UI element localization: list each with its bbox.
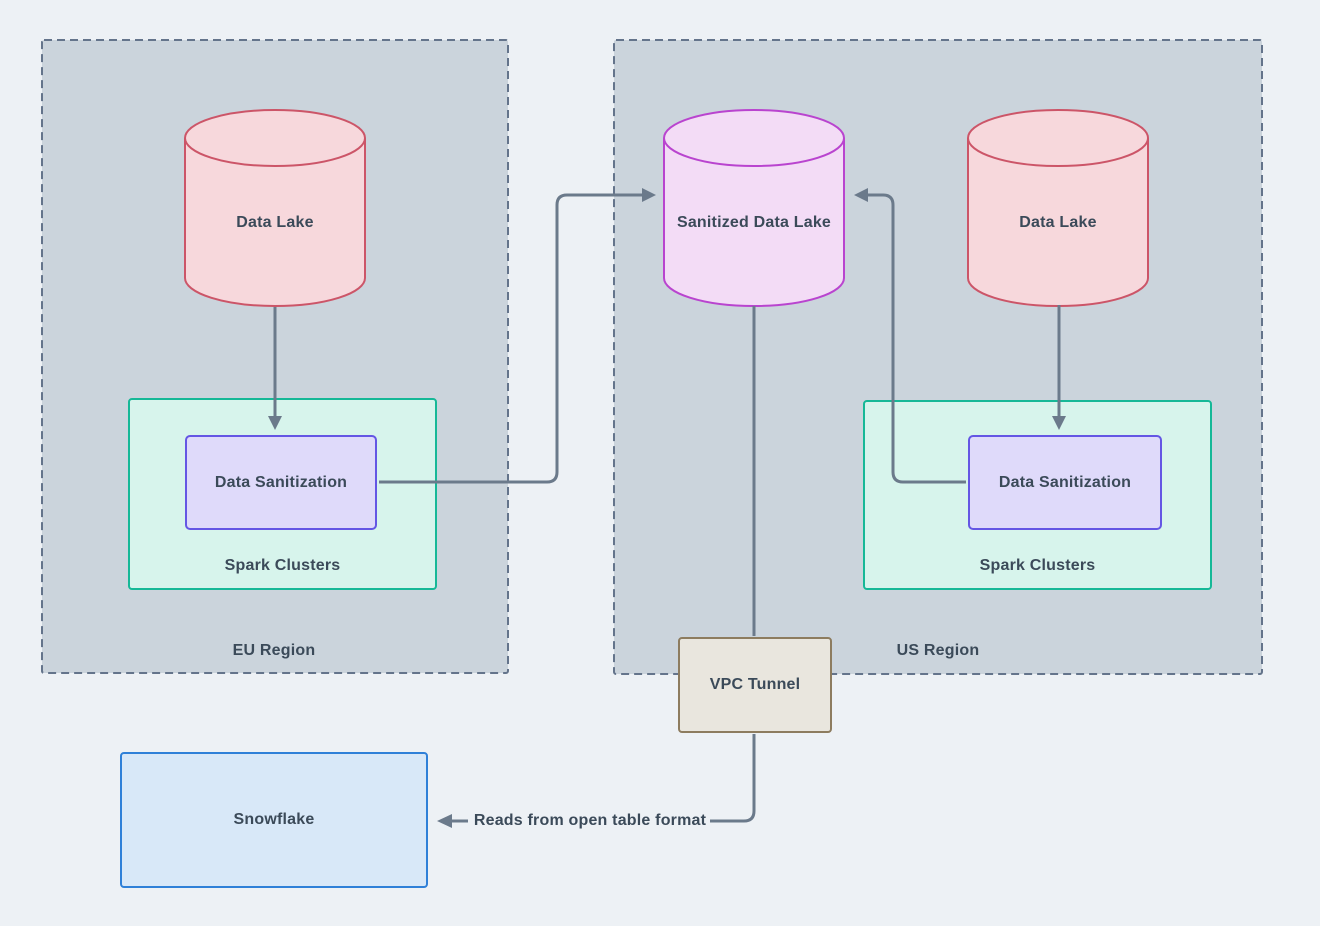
snowflake-node: Snowflake [120,752,428,888]
cylinder-shape-icon [184,109,366,307]
snowflake-label: Snowflake [233,811,315,828]
eu-data-sanitization-label: Data Sanitization [214,473,348,491]
eu-region-label: EU Region [232,642,316,659]
vpc-tunnel-node: VPC Tunnel [678,637,832,733]
us-data-sanitization-label: Data Sanitization [998,473,1132,491]
cylinder-shape-icon [967,109,1149,307]
us-data-lake-node: Data Lake [967,109,1149,307]
vpc-to-snowflake-edge-label: Reads from open table format [473,812,707,829]
eu-data-sanitization-node: Data Sanitization [185,435,377,530]
eu-data-lake-label: Data Lake [236,214,314,231]
sanitized-data-lake-label: Sanitized Data Lake [676,214,832,231]
cylinder-shape-icon [663,109,845,307]
vpc-tunnel-label: VPC Tunnel [709,676,801,693]
us-data-lake-label: Data Lake [1019,214,1097,231]
us-region-label: US Region [896,642,980,659]
eu-spark-clusters-label: Spark Clusters [224,557,341,574]
sanitized-data-lake-node: Sanitized Data Lake [663,109,845,307]
us-data-sanitization-node: Data Sanitization [968,435,1162,530]
us-spark-clusters-label: Spark Clusters [979,557,1096,574]
eu-data-lake-node: Data Lake [184,109,366,307]
